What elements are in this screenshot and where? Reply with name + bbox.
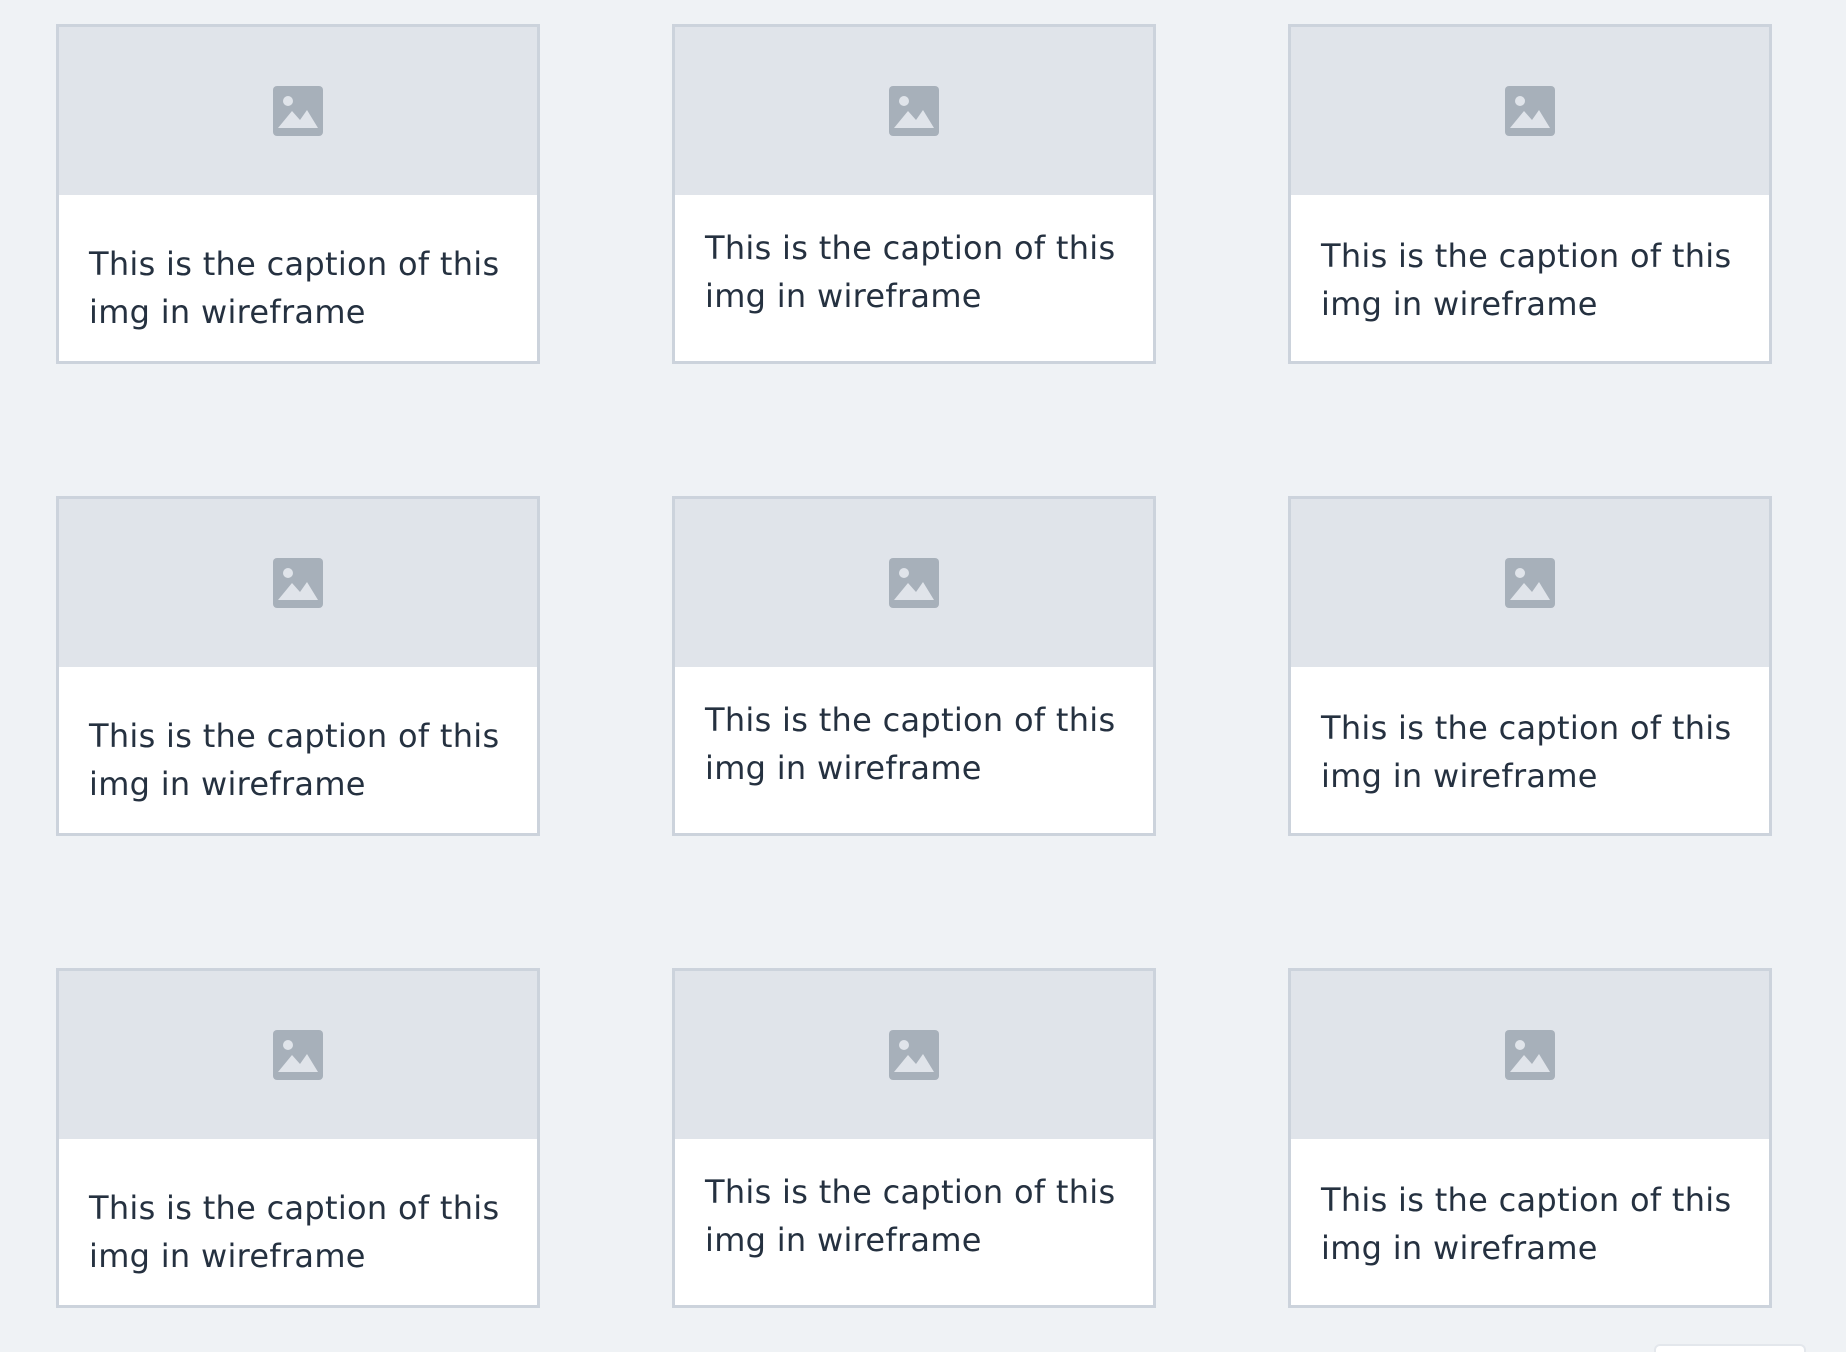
image-placeholder-icon: [889, 86, 939, 136]
image-placeholder: [1291, 499, 1769, 667]
card-caption: This is the caption of this img in wiref…: [675, 195, 1153, 361]
card-caption-text: This is the caption of this img in wiref…: [89, 1189, 500, 1275]
image-card[interactable]: This is the caption of this img in wiref…: [672, 24, 1156, 364]
card-caption: This is the caption of this img in wiref…: [1291, 667, 1769, 833]
image-placeholder-icon: [1505, 1030, 1555, 1080]
image-card[interactable]: This is the caption of this img in wiref…: [1288, 24, 1772, 364]
image-card[interactable]: This is the caption of this img in wiref…: [672, 968, 1156, 1308]
image-card[interactable]: This is the caption of this img in wiref…: [56, 496, 540, 836]
image-placeholder: [1291, 971, 1769, 1139]
card-caption: This is the caption of this img in wiref…: [1291, 195, 1769, 361]
card-caption-text: This is the caption of this img in wiref…: [89, 717, 500, 803]
card-caption-text: This is the caption of this img in wiref…: [1321, 1181, 1732, 1267]
image-placeholder-icon: [889, 1030, 939, 1080]
image-placeholder: [59, 27, 537, 195]
card-caption-text: This is the caption of this img in wiref…: [705, 229, 1116, 315]
partial-widget-edge: [1654, 1344, 1806, 1352]
image-placeholder-icon: [273, 558, 323, 608]
card-caption: This is the caption of this img in wiref…: [59, 195, 537, 361]
image-placeholder: [675, 499, 1153, 667]
image-placeholder-icon: [1505, 558, 1555, 608]
card-caption-text: This is the caption of this img in wiref…: [705, 701, 1116, 787]
card-caption: This is the caption of this img in wiref…: [1291, 1139, 1769, 1305]
card-caption: This is the caption of this img in wiref…: [59, 1139, 537, 1305]
image-placeholder-icon: [889, 558, 939, 608]
image-placeholder: [59, 499, 537, 667]
image-card[interactable]: This is the caption of this img in wiref…: [1288, 496, 1772, 836]
card-caption: This is the caption of this img in wiref…: [59, 667, 537, 833]
image-card[interactable]: This is the caption of this img in wiref…: [56, 968, 540, 1308]
card-caption-text: This is the caption of this img in wiref…: [1321, 709, 1732, 795]
image-placeholder-icon: [273, 1030, 323, 1080]
image-card[interactable]: This is the caption of this img in wiref…: [1288, 968, 1772, 1308]
image-placeholder: [59, 971, 537, 1139]
image-card[interactable]: This is the caption of this img in wiref…: [672, 496, 1156, 836]
card-caption: This is the caption of this img in wiref…: [675, 1139, 1153, 1305]
image-placeholder: [675, 27, 1153, 195]
image-placeholder-icon: [273, 86, 323, 136]
card-caption-text: This is the caption of this img in wiref…: [1321, 237, 1732, 323]
image-placeholder: [1291, 27, 1769, 195]
image-placeholder: [675, 971, 1153, 1139]
card-caption: This is the caption of this img in wiref…: [675, 667, 1153, 833]
card-grid: This is the caption of this img in wiref…: [56, 24, 1772, 1308]
image-placeholder-icon: [1505, 86, 1555, 136]
image-card[interactable]: This is the caption of this img in wiref…: [56, 24, 540, 364]
card-caption-text: This is the caption of this img in wiref…: [705, 1173, 1116, 1259]
card-caption-text: This is the caption of this img in wiref…: [89, 245, 500, 331]
